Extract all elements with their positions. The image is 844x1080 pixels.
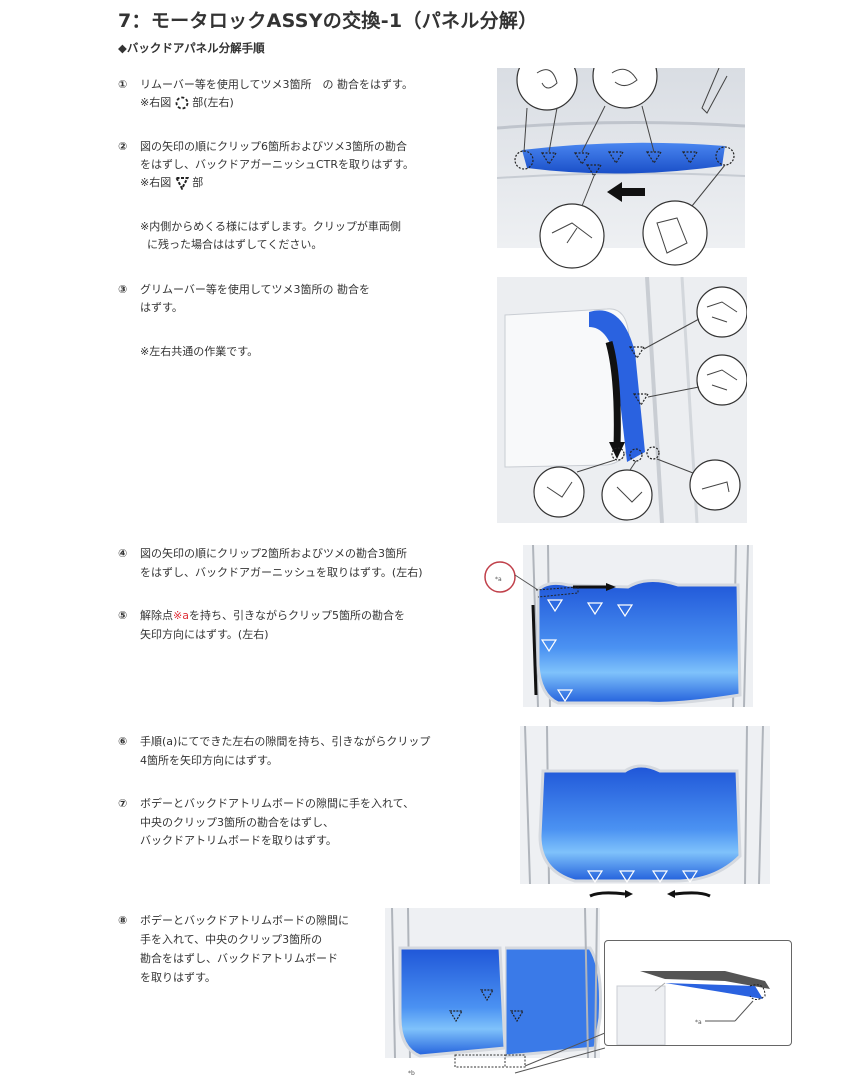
step-text-line-1: グリムーバー等を使用してツメ3箇所の 勘合を bbox=[140, 283, 371, 296]
step-text-line-1: 図の矢印の順にクリップ6箇所およびツメ3箇所の勘合 bbox=[140, 140, 407, 153]
detail-inset: *a bbox=[604, 940, 792, 1046]
release-point-label: ※a bbox=[173, 609, 189, 622]
step-7-line-2: 中央のクリップ3箇所の勘合をはずし、 bbox=[140, 816, 334, 829]
step-number: ⑧ bbox=[118, 914, 128, 927]
side-garnish-diagram bbox=[497, 277, 747, 523]
trim-center-diagram: *b bbox=[385, 908, 505, 1077]
step-text-line-1: 解除点※aを持ち、引きながらクリップ5箇所の勘合を bbox=[140, 607, 405, 625]
step-4-line-2: をはずし、バックドアガーニッシュを取りはずす。(左右) bbox=[140, 566, 423, 579]
note-prefix: ※右図 bbox=[140, 96, 172, 109]
detail-callout-label: *a bbox=[695, 1019, 702, 1026]
step-text-line-1: ボデーとバックドアトリムボードの隙間に bbox=[140, 914, 349, 927]
step-text-line-1: 図の矢印の順にクリップ2箇所およびツメの勘合3箇所 bbox=[140, 547, 407, 560]
step-number: ① bbox=[118, 78, 128, 91]
step-text-line-1: 手順(a)にてできた左右の隙間を持ち、引きながらクリップ bbox=[140, 735, 431, 748]
detail-inset-diagram: *a bbox=[616, 971, 770, 1046]
section-heading: ◆バックドアパネル分解手順 bbox=[118, 41, 265, 55]
step-1-note: ※右図 部(左右) bbox=[140, 94, 234, 112]
step-number: ⑥ bbox=[118, 735, 128, 748]
note-suffix: 部 bbox=[192, 176, 204, 189]
step-8-line-4: を取りはずす。 bbox=[140, 971, 216, 984]
figure-trim-release-point: *a bbox=[478, 545, 770, 707]
trim-release-diagram: *a bbox=[484, 545, 753, 707]
callout-label: *a bbox=[495, 576, 502, 583]
step-6-line-2: 4箇所を矢印方向にはずす。 bbox=[140, 754, 278, 767]
step-8-line-2: 手を入れて、中央のクリップ3箇所の bbox=[140, 933, 323, 946]
page-title: 7：モータロックASSYの交換-1（パネル分解） bbox=[118, 10, 538, 32]
step-8-line-3: 勘合をはずし、バックドアトリムボード bbox=[140, 952, 338, 965]
note-suffix: 部(左右) bbox=[192, 96, 234, 109]
step-number: ⑤ bbox=[118, 609, 128, 622]
dashed-triangle-icon bbox=[174, 177, 189, 190]
figure-trim-center-clips-right bbox=[505, 908, 605, 1080]
step-number: ③ bbox=[118, 283, 128, 296]
note-prefix: ※右図 bbox=[140, 176, 172, 189]
step-number: ④ bbox=[118, 547, 128, 560]
step-5-line-2: 矢印方向にはずす。(左右) bbox=[140, 628, 269, 641]
callout-label-b: *b bbox=[408, 1070, 415, 1077]
text-prefix: 解除点 bbox=[140, 609, 173, 622]
step-3-line-2: はずす。 bbox=[140, 301, 183, 314]
release-point-callout bbox=[484, 561, 516, 593]
trim-bottom-diagram bbox=[520, 726, 770, 898]
text-suffix: を持ち、引きながらクリップ5箇所の勘合を bbox=[188, 609, 405, 622]
figure-garnish-ctr bbox=[497, 68, 745, 270]
step-2-extra-note-2: に残った場合ははずしてください。 bbox=[147, 238, 323, 251]
step-2-line-2: をはずし、バックドアガーニッシュCTRを取りはずす。 bbox=[140, 158, 414, 171]
dashed-circle-icon bbox=[175, 96, 189, 110]
step-3-extra-note: ※左右共通の作業です。 bbox=[140, 345, 259, 358]
figure-side-garnish bbox=[497, 277, 747, 523]
garnish-ctr-diagram bbox=[497, 68, 745, 269]
step-2-note: ※右図 部 bbox=[140, 174, 203, 192]
step-text: リムーバー等を使用してツメ3箇所 の 勘合をはずす。 bbox=[140, 78, 413, 91]
step-number: ⑦ bbox=[118, 797, 128, 810]
trim-center-diagram-right bbox=[505, 908, 605, 1074]
step-2-extra-note-1: ※内側からめくる様にはずします。クリップが車両側 bbox=[140, 220, 401, 233]
step-number: ② bbox=[118, 140, 128, 153]
step-7-line-3: バックドアトリムボードを取りはずす。 bbox=[140, 834, 337, 847]
figure-trim-bottom-clips bbox=[515, 726, 777, 902]
figure-trim-center-clips: *b bbox=[380, 908, 505, 1080]
step-text-line-1: ボデーとバックドアトリムボードの隙間に手を入れて、 bbox=[140, 797, 415, 810]
